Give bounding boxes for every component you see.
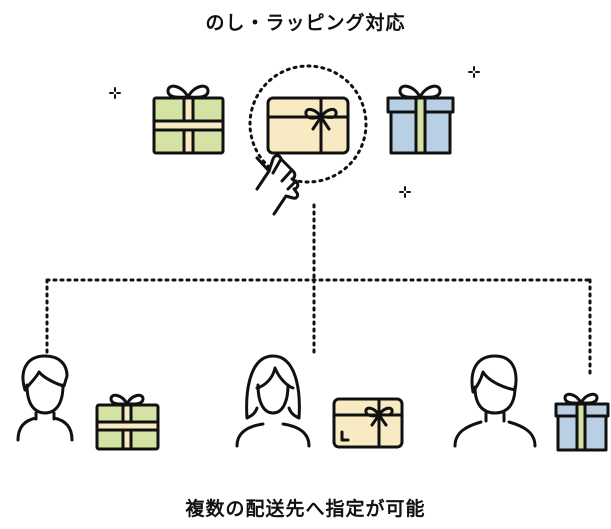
woman-avatar-icon <box>235 354 311 448</box>
wrapped-gift-icon <box>266 96 350 155</box>
green-gift-icon <box>152 84 225 155</box>
sparkle-icon <box>109 66 480 198</box>
blue-gift-icon <box>554 392 610 452</box>
title: のし・ラッピング対応 <box>205 12 406 34</box>
green-gift-icon <box>95 393 160 451</box>
caption: 複数の配送先へ指定が可能 <box>185 498 426 520</box>
connector-lines <box>45 203 592 378</box>
selection-circle <box>248 64 368 184</box>
wrapped-gift-icon <box>332 397 404 449</box>
hand-pointer-icon <box>255 154 300 216</box>
man-avatar-icon <box>453 354 537 448</box>
man-avatar-icon <box>16 354 74 442</box>
blue-gift-icon <box>386 84 455 155</box>
